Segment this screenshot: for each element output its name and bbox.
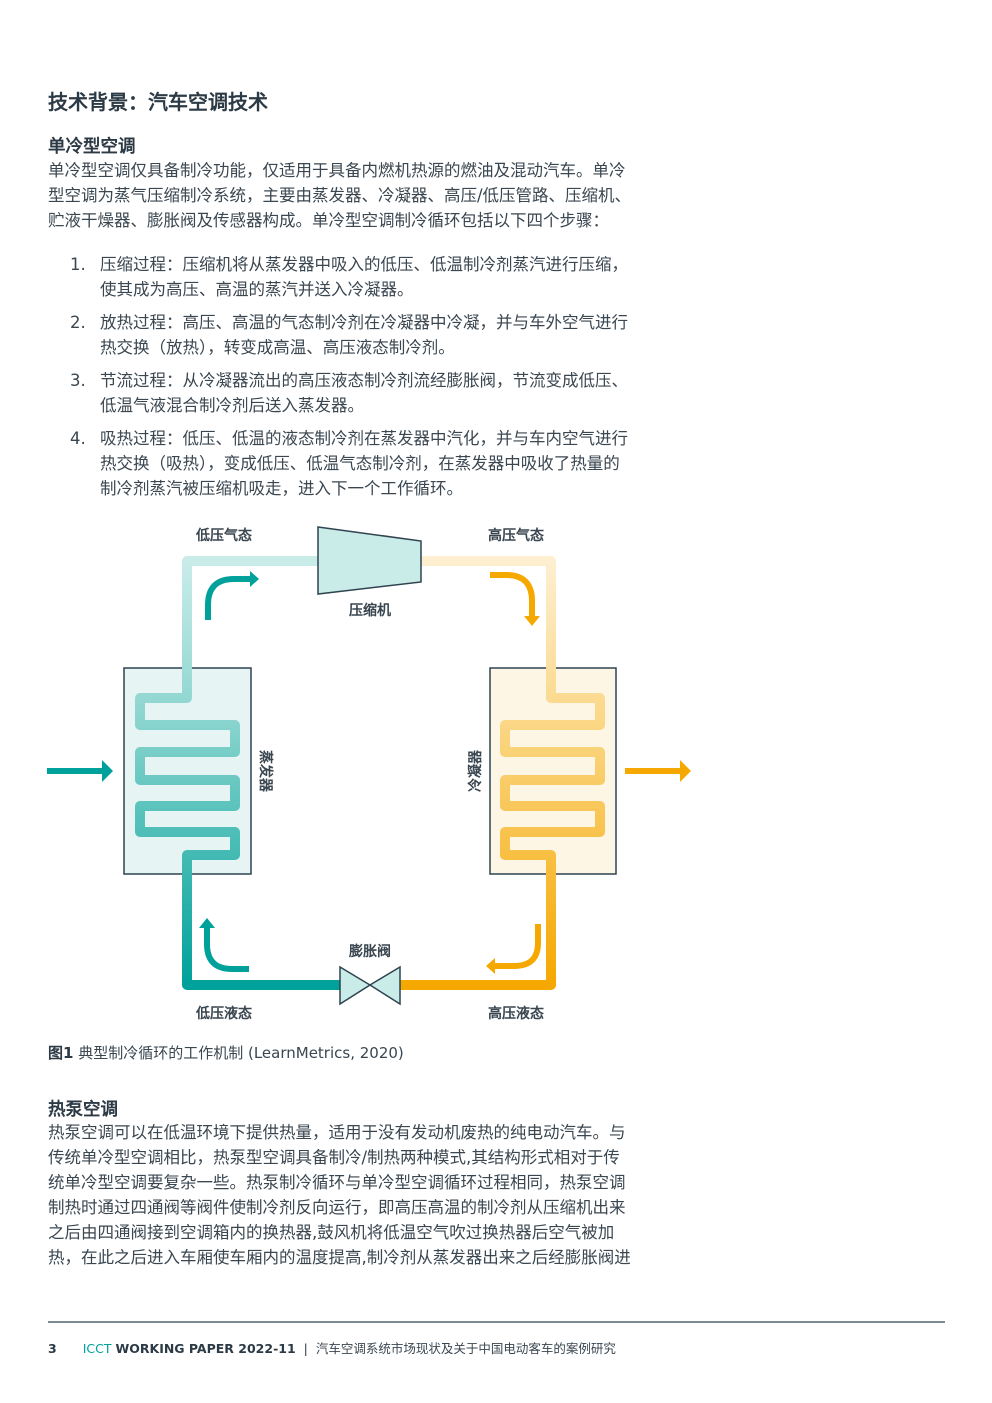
footer-series: WORKING PAPER 2022-11 (115, 1341, 296, 1356)
text-line: 吸热过程：低压、低温的液态制冷剂在蒸发器中汽化，并与车内空气进行 (100, 429, 628, 448)
label-high-pressure-gas: 高压气态 (488, 527, 544, 544)
label-condenser: 冷凝器 (467, 749, 484, 792)
text-line: 传统单冷型空调相比，热泵型空调具备制冷/制热两种模式,其结构形式相对于传 (48, 1148, 620, 1167)
flow-arrow-icon (199, 918, 249, 972)
list-item: 4. 吸热过程：低压、低温的液态制冷剂在蒸发器中汽化，并与车内空气进行 热交换（… (70, 426, 720, 501)
steps-list: 1. 压缩过程：压缩机将从蒸发器中吸入的低压、低温制冷剂蒸汽进行压缩， 使其成为… (70, 252, 720, 509)
paragraph-heat-pump: 热泵空调可以在低温环境下提供热量，适用于没有发动机废热的纯电动汽车。与 传统单冷… (48, 1120, 728, 1270)
footer-title: 汽车空调系统市场现状及关于中国电动客车的案例研究 (315, 1341, 616, 1356)
flow-arrow-icon (490, 572, 540, 626)
flow-arrow-icon (205, 571, 259, 620)
low-pressure-pipe (135, 556, 345, 990)
list-number: 2. (70, 313, 86, 332)
footer-org: ICCT (82, 1341, 112, 1356)
text-line: 型空调为蒸气压缩制冷系统，主要由蒸发器、冷凝器、高压/低压管路、压缩机、 (48, 186, 632, 205)
text-line: 热交换（吸热），变成低压、低温气态制冷剂，在蒸发器中吸收了热量的 (100, 454, 620, 473)
paragraph-single-cooling: 单冷型空调仅具备制冷功能，仅适用于具备内燃机热源的燃油及混动汽车。单冷 型空调为… (48, 158, 728, 233)
section-title: 技术背景：汽车空调技术 (48, 90, 268, 114)
label-evaporator: 蒸发器 (257, 750, 274, 793)
list-item: 3. 节流过程：从冷凝器流出的高压液态制冷剂流经膨胀阀，节流变成低压、 低温气液… (70, 368, 720, 418)
text-line: 放热过程：高压、高温的气态制冷剂在冷凝器中冷凝，并与车外空气进行 (100, 313, 628, 332)
list-number: 4. (70, 429, 86, 448)
page-footer: 3 ICCT WORKING PAPER 2022-11 | 汽车空调系统市场现状及关… (48, 1338, 616, 1357)
footer-separator: | (303, 1341, 308, 1356)
text-line: 制热时通过四通阀等阀件使制冷剂反向运行，即高压高温的制冷剂从压缩机出来 (48, 1198, 626, 1217)
text-line: 使其成为高压、高温的蒸汽并送入冷凝器。 (100, 280, 414, 299)
text-line: 热交换（放热），转变成高温、高压液态制冷剂。 (100, 338, 455, 357)
text-line: 节流过程：从冷凝器流出的高压液态制冷剂流经膨胀阀，节流变成低压、 (100, 371, 628, 390)
list-item: 2. 放热过程：高压、高温的气态制冷剂在冷凝器中冷凝，并与车外空气进行 热交换（… (70, 310, 720, 360)
label-expansion-valve: 膨胀阀 (349, 943, 391, 960)
expansion-valve-icon (368, 965, 401, 1006)
text-line: 统单冷型空调要复杂一些。热泵制冷循环与单冷型空调循环过程相同，热泵空调 (48, 1173, 626, 1192)
text-line: 之后由四通阀接到空调箱内的换热器,鼓风机将低温空气吹过换热器后空气被加 (48, 1223, 615, 1242)
air-out-arrow-icon (625, 760, 691, 782)
text-line: 单冷型空调仅具备制冷功能，仅适用于具备内燃机热源的燃油及混动汽车。单冷 (48, 161, 626, 180)
label-low-pressure-gas: 低压气态 (195, 527, 252, 544)
text-line: 制冷剂蒸汽被压缩机吸走，进入下一个工作循环。 (100, 479, 463, 498)
text-line: 贮液干燥器、膨胀阀及传感器构成。单冷型空调制冷循环包括以下四个步骤： (48, 211, 609, 230)
label-low-pressure-liquid: 低压液态 (195, 1005, 252, 1022)
high-pressure-pipe (395, 556, 605, 990)
expansion-valve-icon (339, 965, 372, 1006)
caption-text: 典型制冷循环的工作机制 (LearnMetrics, 2020) (73, 1044, 404, 1062)
heading-single-cooling: 单冷型空调 (48, 137, 136, 157)
text-line: 压缩过程：压缩机将从蒸发器中吸入的低压、低温制冷剂蒸汽进行压缩， (100, 255, 628, 274)
label-high-pressure-liquid: 高压液态 (488, 1005, 544, 1022)
list-item: 1. 压缩过程：压缩机将从蒸发器中吸入的低压、低温制冷剂蒸汽进行压缩， 使其成为… (70, 252, 720, 302)
heading-heat-pump: 热泵空调 (48, 1100, 118, 1120)
text-line: 低温气液混合制冷剂后送入蒸发器。 (100, 396, 364, 415)
footer-divider (48, 1321, 945, 1323)
page-number: 3 (48, 1341, 57, 1356)
figure-caption: 图1 典型制冷循环的工作机制 (LearnMetrics, 2020) (48, 1042, 404, 1063)
air-in-arrow-icon (47, 760, 113, 782)
caption-label: 图1 (48, 1044, 74, 1062)
list-number: 3. (70, 371, 86, 390)
list-number: 1. (70, 255, 86, 274)
compressor-icon (317, 526, 422, 595)
text-line: 热，在此之后进入车厢使车厢内的温度提高,制冷剂从蒸发器出来之后经膨胀阀进 (48, 1248, 631, 1267)
label-compressor: 压缩机 (349, 602, 391, 619)
flow-arrow-icon (486, 924, 541, 974)
text-line: 热泵空调可以在低温环境下提供热量，适用于没有发动机废热的纯电动汽车。与 (48, 1123, 626, 1142)
